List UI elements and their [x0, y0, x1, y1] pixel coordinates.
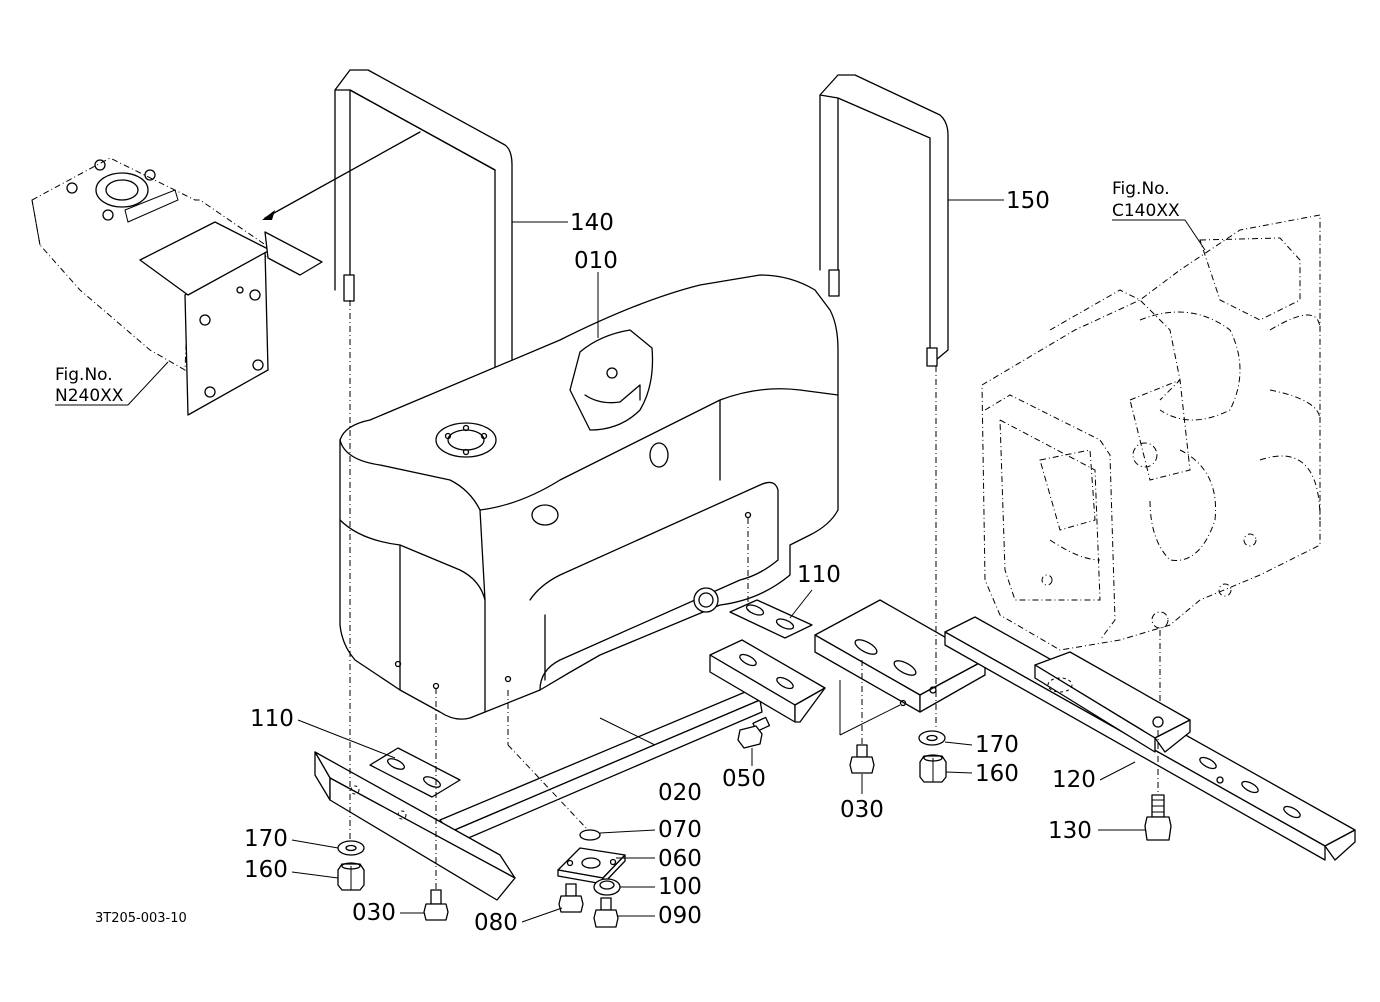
callout-170-right: 170	[975, 732, 1019, 758]
nut-160-right	[919, 754, 947, 783]
tank-frame-020	[314, 599, 826, 901]
washer-170-left	[337, 840, 365, 856]
bolt-030-left	[423, 889, 449, 921]
callout-080: 080	[474, 910, 518, 936]
callout-110-left: 110	[250, 706, 294, 732]
callout-020: 020	[658, 780, 702, 806]
tank-strap-150	[819, 74, 949, 367]
callout-130: 130	[1048, 818, 1092, 844]
nut-160-left	[337, 862, 365, 891]
callout-140: 140	[570, 210, 614, 236]
fig-ref-n240-line1: Fig.No.	[55, 365, 113, 385]
bolt-080	[558, 883, 584, 913]
bolt-050	[737, 716, 771, 749]
spacer-plate-110-left	[369, 747, 461, 798]
fig-ref-c140-line2: C140XX	[1112, 201, 1180, 221]
fuel-tank	[339, 274, 839, 720]
side-rail-120	[944, 616, 1356, 861]
support-bracket-center	[814, 599, 986, 736]
callout-030-center: 030	[840, 797, 884, 823]
front-bracket-reference	[31, 131, 421, 416]
fig-ref-c140-line1: Fig.No.	[1112, 179, 1170, 199]
callout-070: 070	[658, 817, 702, 843]
washer-170-right	[918, 730, 946, 746]
bolt-130	[1144, 794, 1172, 841]
callout-170-left: 170	[244, 826, 288, 852]
callout-120: 120	[1052, 767, 1096, 793]
tank-strap-140	[334, 69, 513, 391]
callout-050: 050	[722, 766, 766, 792]
transmission-case-reference	[981, 214, 1321, 710]
seal-100	[593, 878, 621, 896]
callout-090: 090	[658, 903, 702, 929]
callout-030-left: 030	[352, 900, 396, 926]
o-ring-070	[579, 829, 601, 841]
callout-160-left: 160	[244, 857, 288, 883]
callout-160-right: 160	[975, 761, 1019, 787]
plate-060	[557, 847, 626, 885]
figure-code: 3T205-003-10	[95, 911, 187, 926]
bolt-030-center	[849, 744, 875, 774]
callout-100: 100	[658, 874, 702, 900]
bolt-090	[593, 897, 619, 928]
callout-150: 150	[1006, 188, 1050, 214]
callout-060: 060	[658, 846, 702, 872]
assembly-center-lines	[349, 300, 1159, 895]
fig-ref-n240-line2: N240XX	[55, 386, 124, 406]
callout-010: 010	[574, 248, 618, 274]
callout-110-right: 110	[797, 562, 841, 588]
